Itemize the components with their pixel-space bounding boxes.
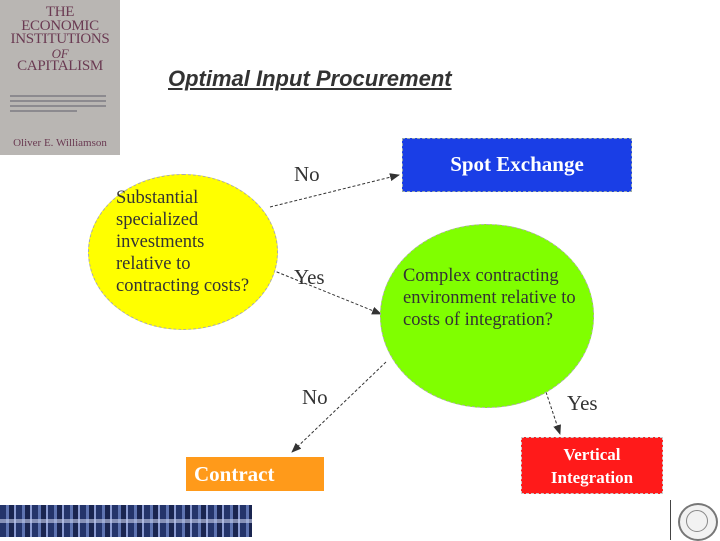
book-cover-author: Oliver E. Williamson: [13, 137, 107, 149]
arrow-q2-yes: [545, 391, 561, 435]
book-title-line: THE: [45, 4, 75, 20]
edge-label-q2-no: No: [302, 385, 328, 409]
arrow-q2-no: [291, 361, 387, 453]
book-title-line: CAPITALISM: [17, 58, 103, 74]
book-title-line: INSTITUTIONS: [10, 31, 110, 47]
outcome-vertical-integration-label: Vertical Integration: [550, 445, 634, 487]
edge-label-q1-yes: Yes: [294, 265, 325, 289]
outcome-vertical-integration: Vertical Integration: [521, 437, 663, 494]
book-title-line: ECONOMIC: [21, 17, 99, 34]
outcome-contract: Contract: [186, 457, 324, 491]
question-node-complex-contracting: [380, 224, 594, 408]
footer-decoration: [0, 505, 252, 537]
book-cover-blurb: [10, 95, 106, 115]
book-cover-title: THE ECONOMIC INSTITUTIONS OF CAPITALISM: [0, 4, 120, 74]
outcome-spot-exchange: Spot Exchange: [402, 138, 632, 192]
outcome-spot-exchange-label: Spot Exchange: [450, 152, 584, 176]
outcome-contract-label: Contract: [194, 462, 275, 486]
edge-label-q2-yes: Yes: [567, 391, 598, 415]
arrow-q1-no: [269, 173, 400, 208]
question-node-specialized-investments: [88, 174, 278, 330]
footer-divider: [670, 500, 671, 540]
book-title-line: OF: [51, 45, 69, 61]
edge-label-q1-no: No: [294, 162, 320, 186]
question-text-specialized-investments: Substantial specialized investments rela…: [116, 188, 250, 296]
slide-title: Optimal Input Procurement: [168, 66, 452, 91]
seal-logo-icon: [678, 503, 718, 541]
book-cover-image: THE ECONOMIC INSTITUTIONS OF CAPITALISM …: [0, 0, 120, 155]
arrow-q1-yes: [271, 269, 382, 315]
question-text-complex-contracting: Complex contracting environment relative…: [403, 266, 576, 330]
